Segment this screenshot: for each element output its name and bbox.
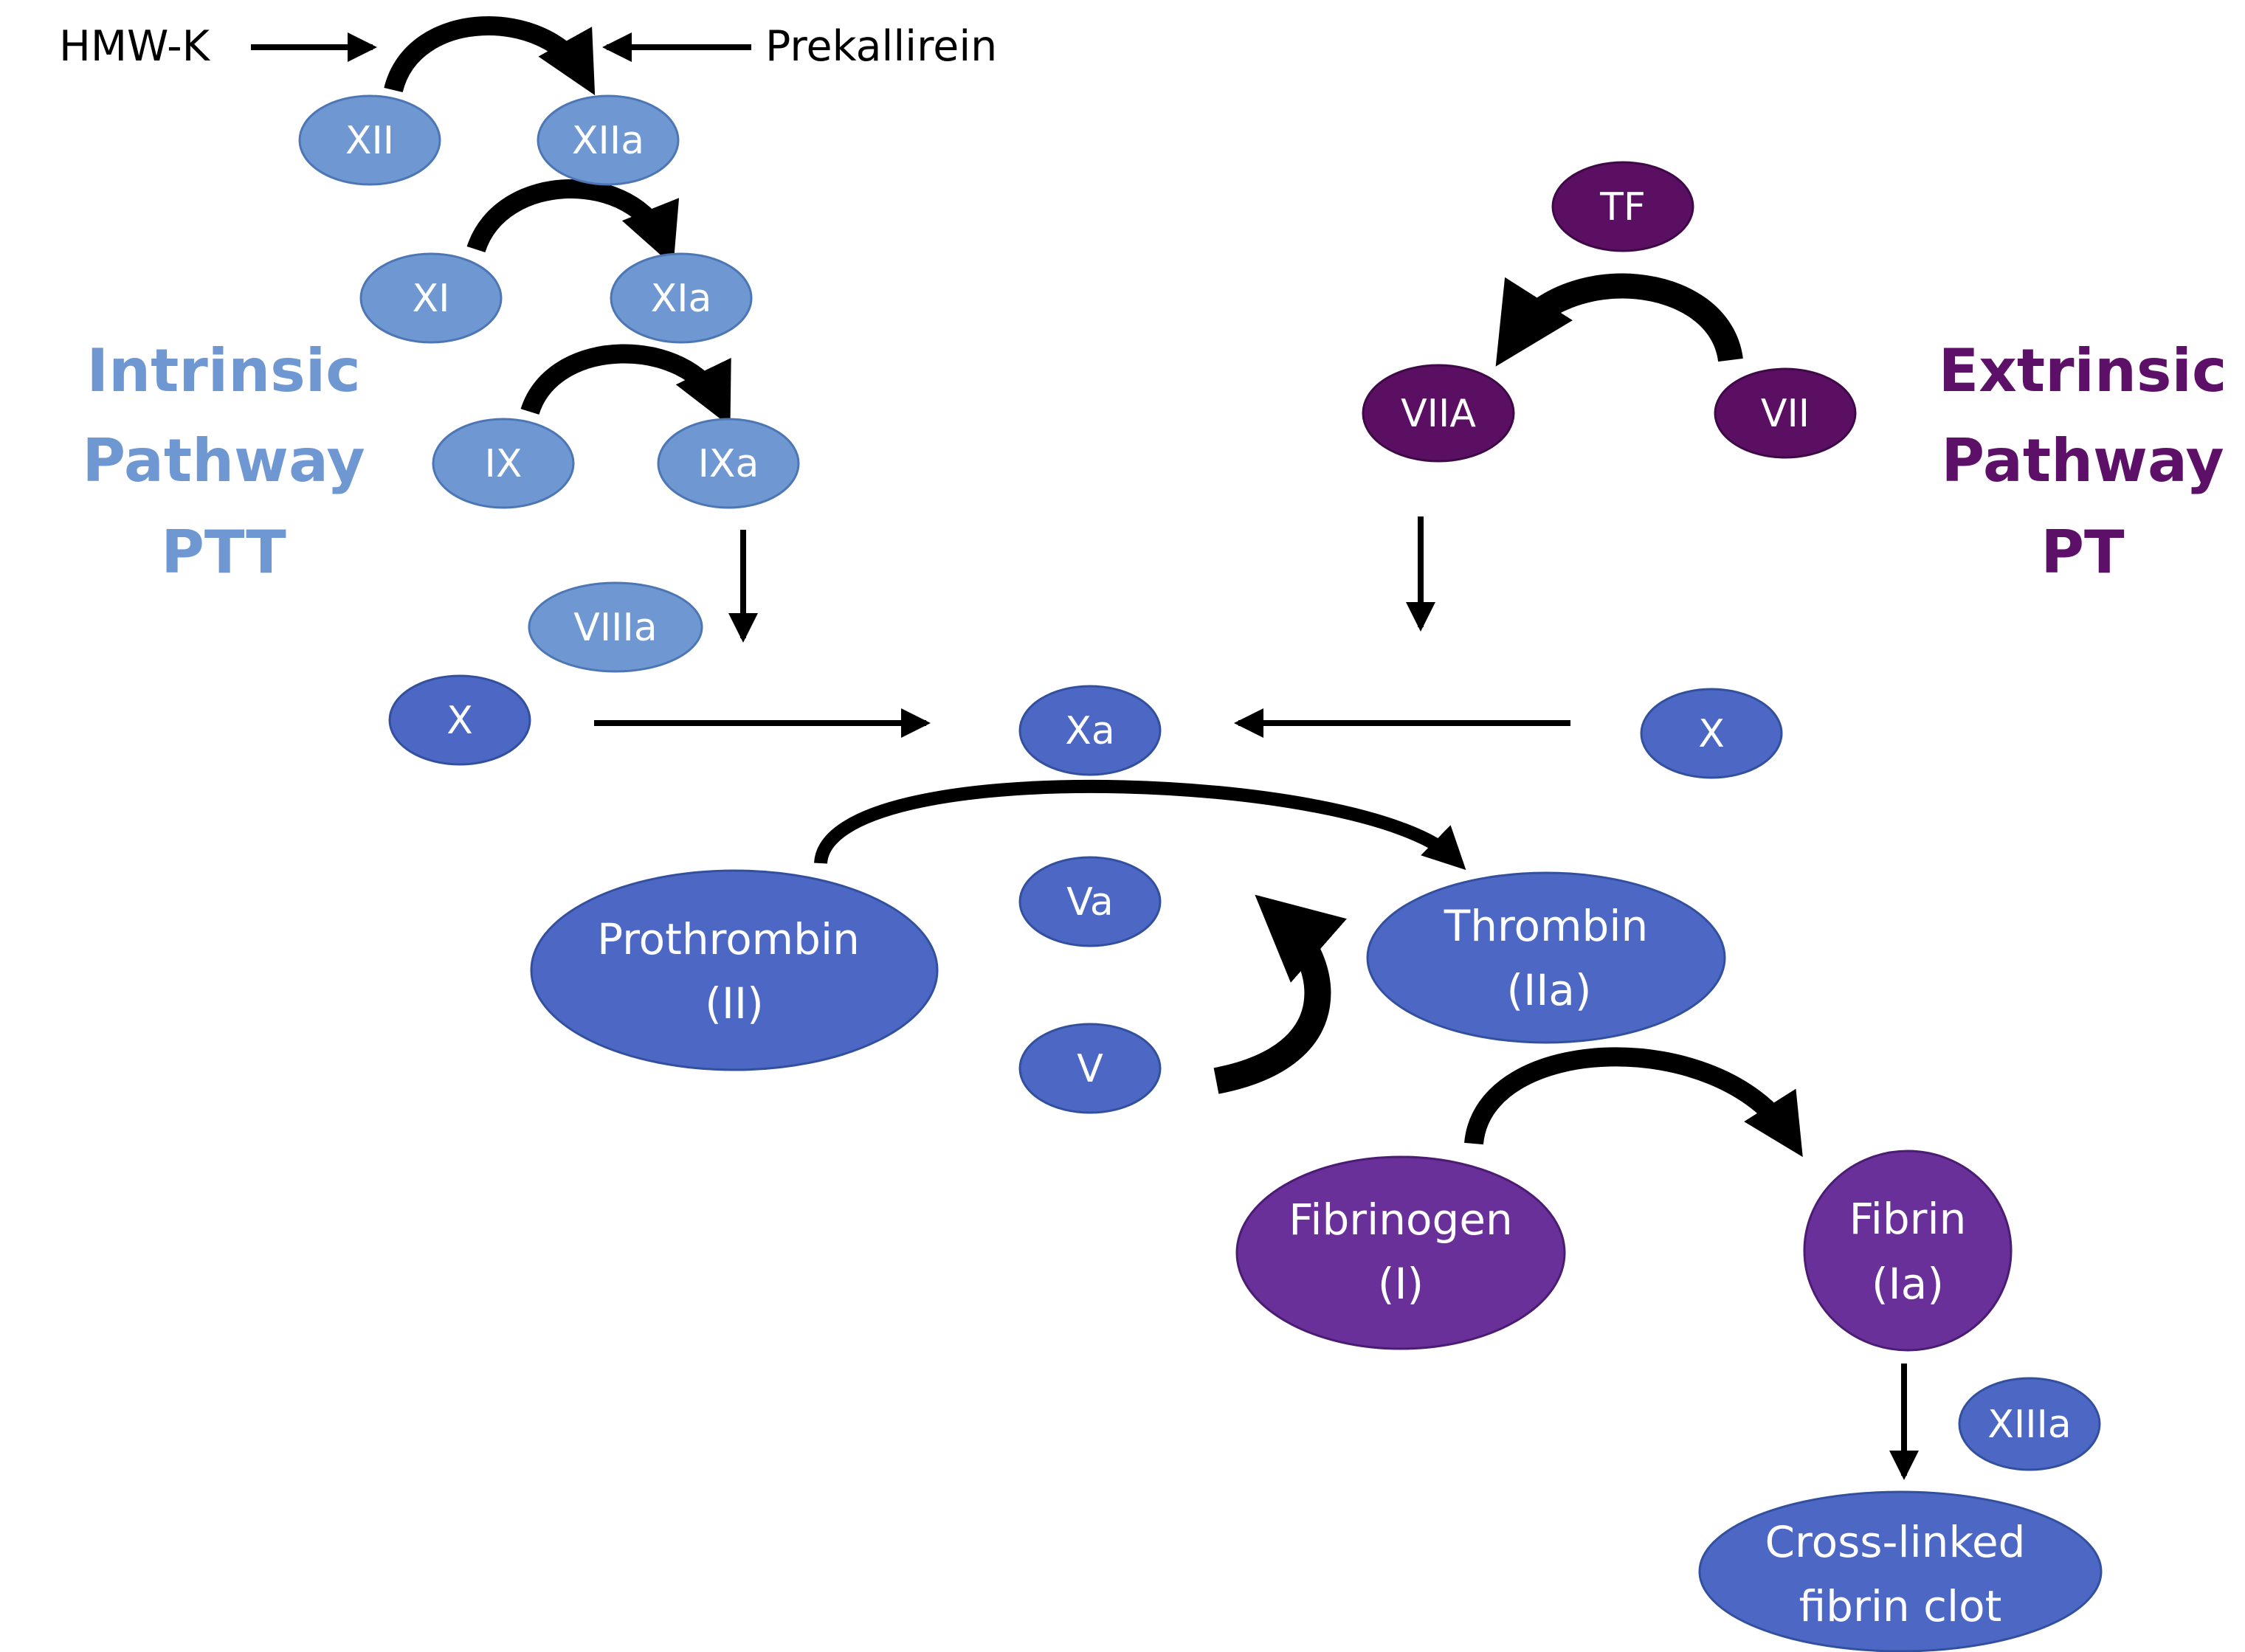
factor-vii-label: VII xyxy=(1761,392,1810,436)
thrombin-label-line1: Thrombin xyxy=(1444,901,1648,951)
factor-xii-label: XII xyxy=(345,119,394,163)
extrinsic-title-line1: Extrinsic xyxy=(1939,336,2227,405)
factor-xia-node: XIa xyxy=(610,252,753,344)
fibrin-label-line1: Fibrin xyxy=(1849,1194,1967,1244)
intrinsic-factor-x-node: X xyxy=(388,674,531,766)
tissue-factor-node: TF xyxy=(1551,161,1694,252)
factor-ix-label: IX xyxy=(485,442,523,486)
prekallikrein-label: Prekallirein xyxy=(765,22,997,71)
v-to-va-arrow xyxy=(1213,894,1347,1094)
factor-xa-label: Xa xyxy=(1065,709,1115,753)
factor-ixa-label: IXa xyxy=(698,442,759,486)
factor-va-label: Va xyxy=(1066,880,1113,925)
factor-xia-label: XIa xyxy=(651,277,712,321)
extrinsic-title-line2: Pathway xyxy=(1941,426,2224,495)
hmwk-label: HMW-K xyxy=(59,22,211,71)
factor-viiia-node: VIIIa xyxy=(528,581,703,673)
fibrin-label-line2: (Ia) xyxy=(1872,1259,1944,1309)
fibrinogen-label-line1: Fibrinogen xyxy=(1289,1195,1513,1245)
vii-activation-arrow xyxy=(1495,273,1743,367)
fibrinogen-node: Fibrinogen (I) xyxy=(1235,1155,1566,1350)
prothrombin-to-thrombin-arrow xyxy=(814,779,1466,871)
factor-vii-node: VII xyxy=(1714,367,1857,459)
factor-viiia-label: VIIIa xyxy=(573,606,657,650)
factor-xiia-label: XIIa xyxy=(572,119,644,163)
prothrombin-label-line1: Prothrombin xyxy=(597,914,860,964)
prothrombin-node: Prothrombin (II) xyxy=(530,869,939,1071)
prothrombin-label-line2: (II) xyxy=(705,978,763,1029)
fibrin-node: Fibrin (Ia) xyxy=(1803,1150,2013,1352)
factor-ix-node: IX xyxy=(432,418,575,509)
fibrin-clot-node: Cross-linked fibrin clot xyxy=(1698,1490,2103,1652)
fibrinogen-label-line2: (I) xyxy=(1378,1259,1424,1309)
intrinsic-factor-x-label: X xyxy=(446,699,473,743)
thrombin-label-line2: (IIa) xyxy=(1506,965,1591,1015)
intrinsic-title-line3: PTT xyxy=(161,518,286,587)
extrinsic-pathway-title: Extrinsic Pathway PT xyxy=(1939,336,2227,587)
factor-viia-node: VIIA xyxy=(1362,364,1515,463)
intrinsic-title-line2: Pathway xyxy=(82,426,365,495)
factor-xii-node: XII xyxy=(298,94,441,186)
fibrin-clot-label-line2: fibrin clot xyxy=(1799,1581,2002,1631)
thrombin-node: Thrombin (IIa) xyxy=(1366,871,1726,1044)
factor-xiiia-label: XIIIa xyxy=(1987,1403,2072,1447)
factor-xa-node: Xa xyxy=(1018,685,1162,776)
factor-v-node: V xyxy=(1018,1023,1162,1114)
factor-xi-node: XI xyxy=(359,252,503,344)
fibrin-clot-label-line1: Cross-linked xyxy=(1765,1517,2026,1567)
factor-xiia-node: XIIa xyxy=(537,94,680,186)
intrinsic-pathway-title: Intrinsic Pathway PTT xyxy=(82,336,365,587)
factor-ixa-node: IXa xyxy=(657,418,800,509)
fibrinogen-to-fibrin-arrow xyxy=(1464,1047,1803,1158)
factor-v-label: V xyxy=(1077,1047,1103,1091)
factor-xiiia-node: XIIIa xyxy=(1958,1377,2101,1471)
intrinsic-title-line1: Intrinsic xyxy=(86,336,360,405)
factor-xi-label: XI xyxy=(413,277,450,321)
extrinsic-factor-x-label: X xyxy=(1698,712,1725,756)
xii-activation-arrow xyxy=(384,16,596,96)
tissue-factor-label: TF xyxy=(1599,185,1646,229)
xi-activation-arrow xyxy=(466,179,679,266)
factor-va-node: Va xyxy=(1018,856,1162,947)
ix-activation-arrow xyxy=(520,344,731,426)
extrinsic-factor-x-node: X xyxy=(1640,688,1783,779)
extrinsic-title-line3: PT xyxy=(2041,518,2125,587)
factor-viia-label: VIIA xyxy=(1401,392,1476,436)
